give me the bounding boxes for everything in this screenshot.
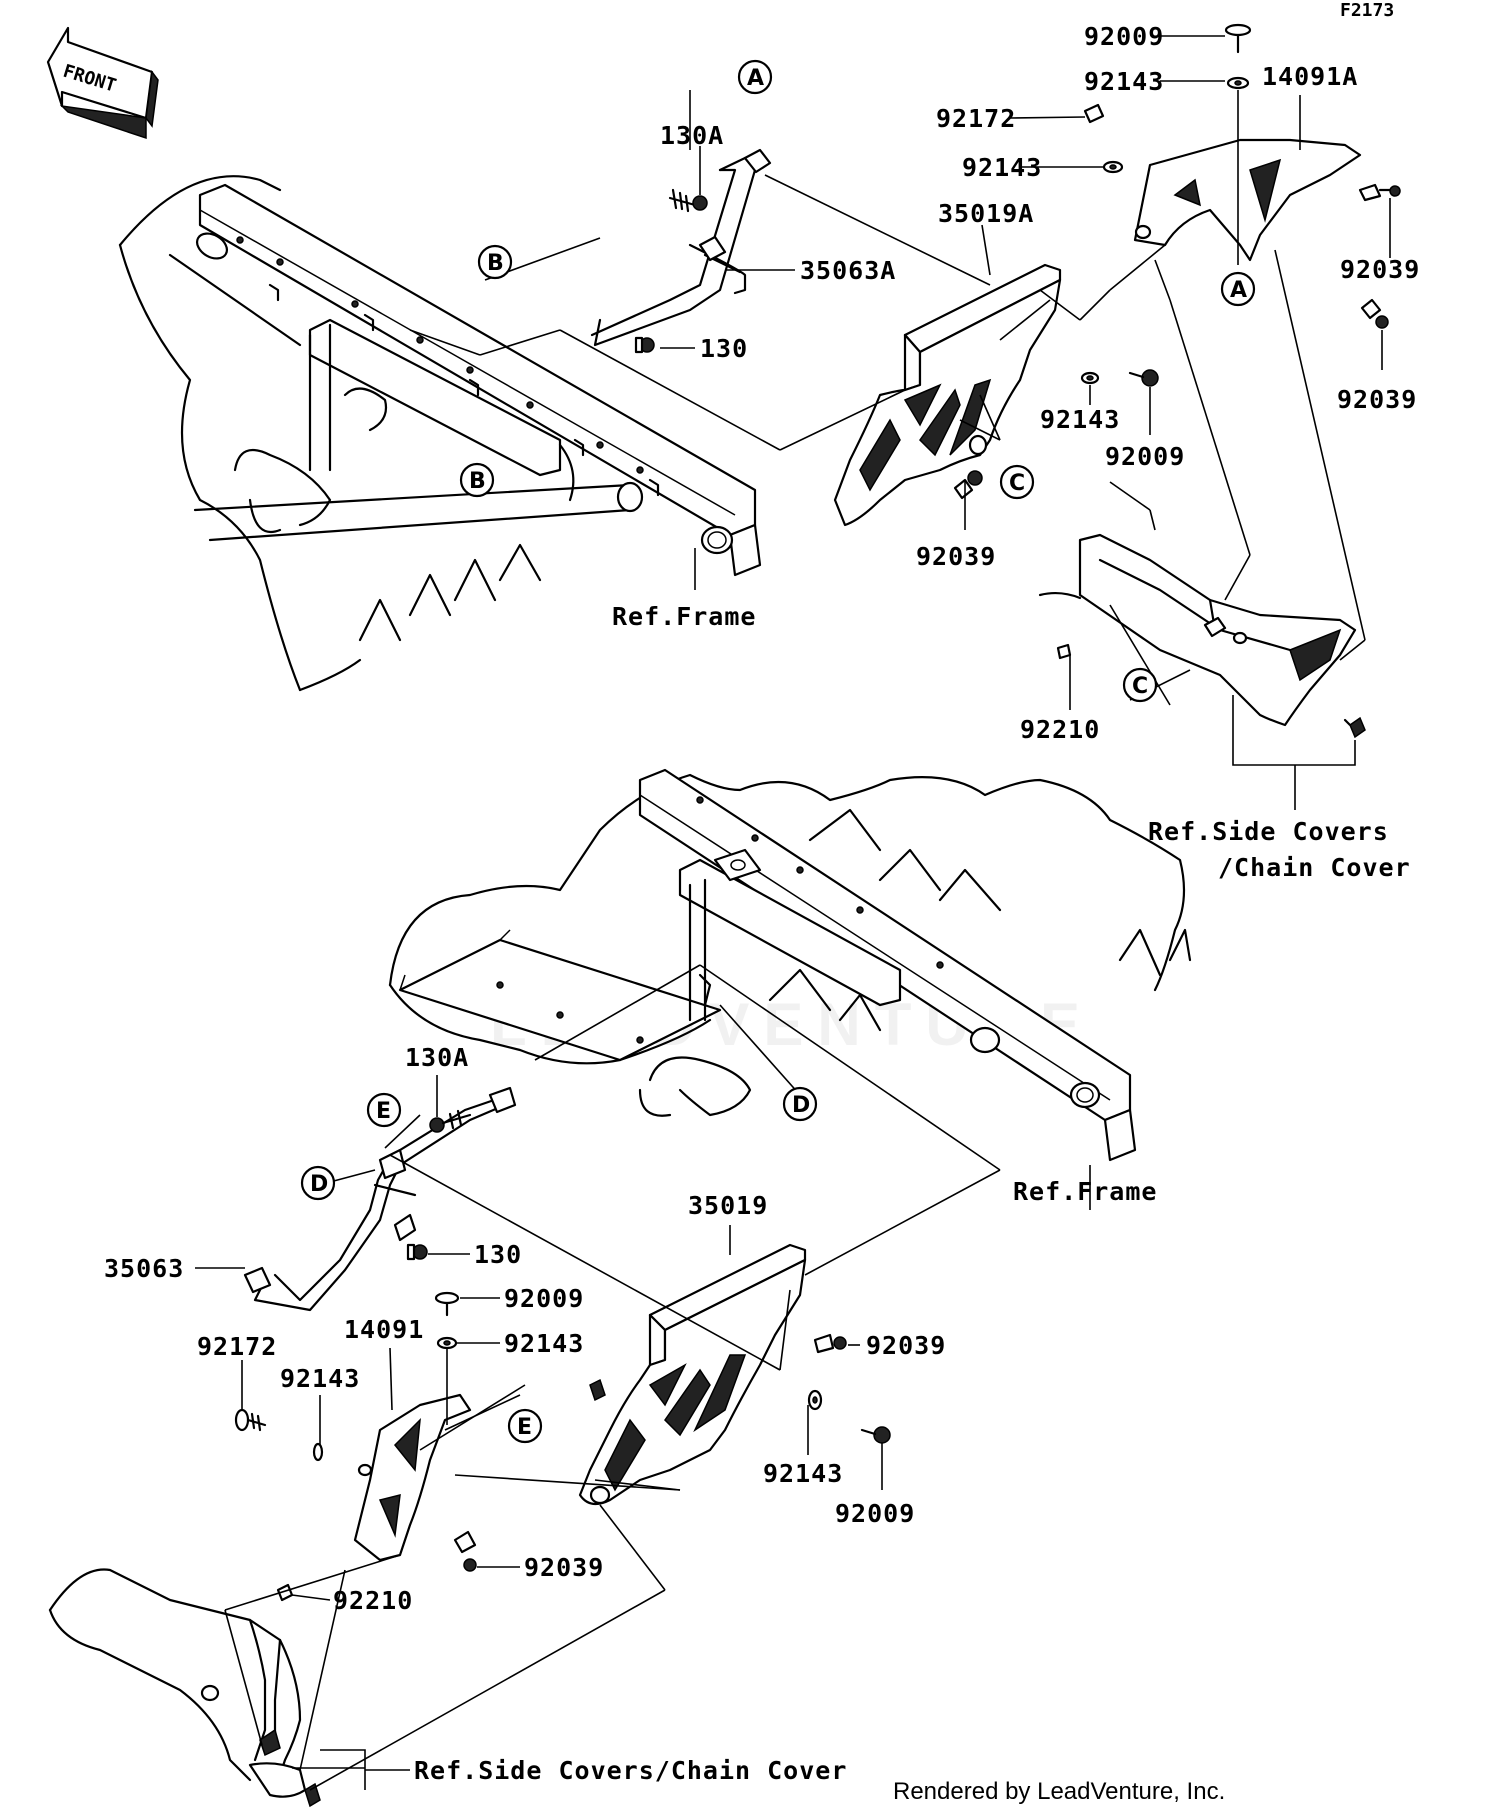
label-92210-top: 92210 [1020, 715, 1100, 744]
bottom-ref-side-covers [48, 1568, 321, 1808]
callout-B-top-2: B [459, 462, 495, 498]
svg-text:D: D [310, 1172, 328, 1197]
svg-text:B: B [469, 469, 486, 494]
label-92143-bottom-a: 92143 [504, 1329, 584, 1358]
label-ref-side-top-2: /Chain Cover [1218, 853, 1411, 882]
rivet-92039-top-b-icon [1360, 298, 1389, 329]
callout-E-bottom-1: E [366, 1092, 402, 1128]
svg-text:B: B [487, 251, 504, 276]
svg-text:A: A [1230, 278, 1247, 303]
bolt-130A-top-icon [668, 188, 708, 213]
label-92210-bottom: 92210 [333, 1586, 413, 1615]
label-92172-top: 92172 [936, 104, 1016, 133]
callout-C-top-2: C [1122, 667, 1158, 703]
part-14091A-guard [1133, 138, 1362, 262]
screw-92009-top-a-icon [1224, 23, 1252, 54]
label-92143-bottom-b: 92143 [280, 1364, 360, 1393]
screw-92009-bottom-a-icon [434, 1291, 460, 1317]
label-35019: 35019 [688, 1191, 768, 1220]
svg-text:A: A [747, 66, 764, 91]
bottom-leaders [195, 964, 1091, 1791]
bottom-frame [388, 768, 1192, 1162]
label-92143-top-c: 92143 [1040, 405, 1120, 434]
callout-A-top-1: A [737, 59, 773, 95]
label-92039-bottom-a: 92039 [866, 1331, 946, 1360]
label-92039-top-b: 92039 [1337, 385, 1417, 414]
part-14091-guard [353, 1393, 472, 1562]
front-arrow-icon: FRONT [46, 26, 159, 140]
washer-92143-top-c-icon [1080, 371, 1100, 385]
figure-code: F2173 [1340, 0, 1394, 21]
bolt-130-bottom-icon [406, 1243, 428, 1261]
callout-D-bottom-1: D [782, 1086, 818, 1122]
callout-E-bottom-2: E [507, 1408, 543, 1444]
footer-rendered-by: Rendered by LeadVenture, Inc. [893, 1778, 1225, 1805]
svg-text:C: C [1132, 674, 1148, 699]
label-92143-bottom-c: 92143 [763, 1459, 843, 1488]
screw-92009-bottom-b-icon [860, 1426, 891, 1444]
callout-B-top-1: B [477, 244, 513, 280]
rivet-92039-bottom-a-icon [813, 1333, 847, 1354]
label-92009-top-a: 92009 [1084, 22, 1164, 51]
svg-text:E: E [517, 1415, 532, 1440]
label-92009-bottom-a: 92009 [504, 1284, 584, 1313]
part-35063A-bracket [590, 148, 772, 347]
bolt-130A-bottom-icon [429, 1109, 472, 1133]
label-92143-top-b: 92143 [962, 153, 1042, 182]
washer-92143-top-a-icon [1226, 76, 1250, 90]
part-35019-cover [578, 1243, 807, 1506]
washer-92143-bottom-c-icon [807, 1389, 823, 1411]
label-92009-top-b: 92009 [1105, 442, 1185, 471]
washer-92143-bottom-a-icon [436, 1336, 458, 1350]
label-14091: 14091 [344, 1315, 424, 1344]
label-ref-side-top-1: Ref.Side Covers [1148, 817, 1389, 846]
callout-D-bottom-2: D [300, 1165, 336, 1201]
label-35063A: 35063A [800, 256, 896, 285]
label-92039-top-a: 92039 [1340, 255, 1420, 284]
washer-92143-top-b-icon [1102, 160, 1124, 174]
label-130-bottom: 130 [474, 1240, 522, 1269]
label-92039-bottom-b: 92039 [524, 1553, 604, 1582]
top-frame [118, 175, 762, 692]
label-ref-side-bottom: Ref.Side Covers/Chain Cover [414, 1756, 847, 1785]
label-ref-frame-top: Ref.Frame [612, 602, 756, 631]
label-92009-bottom-b: 92009 [835, 1499, 915, 1528]
part-35063-bracket [243, 1086, 517, 1312]
label-35019A: 35019A [938, 199, 1034, 228]
bolt-130-top-icon [634, 336, 655, 354]
label-92039-top-c: 92039 [916, 542, 996, 571]
callout-C-top-1: C [999, 464, 1035, 500]
label-130A-bottom: 130A [405, 1043, 469, 1072]
clip-92172-bottom-icon [234, 1408, 267, 1432]
screw-92009-top-b-icon [1128, 369, 1159, 387]
clip-92172-top-icon [1083, 103, 1105, 124]
washer-92143-bottom-b-icon [312, 1442, 324, 1462]
label-14091A: 14091A [1262, 62, 1358, 91]
label-130-top: 130 [700, 334, 748, 363]
rivet-92039-top-c-icon [953, 470, 983, 500]
part-35019A-cover [833, 263, 1062, 527]
rivet-92039-top-a-icon [1358, 183, 1401, 202]
label-92172-bottom: 92172 [197, 1332, 277, 1361]
rivet-92039-bottom-b-icon [453, 1530, 477, 1572]
label-92143-top-a: 92143 [1084, 67, 1164, 96]
svg-text:D: D [792, 1093, 810, 1118]
label-35063: 35063 [104, 1254, 184, 1283]
top-ref-side-covers [1038, 533, 1366, 739]
svg-text:C: C [1009, 471, 1025, 496]
label-ref-frame-bottom: Ref.Frame [1013, 1177, 1157, 1206]
callout-A-top-2: A [1220, 271, 1256, 307]
svg-text:E: E [376, 1099, 391, 1124]
label-130A-top: 130A [660, 121, 724, 150]
